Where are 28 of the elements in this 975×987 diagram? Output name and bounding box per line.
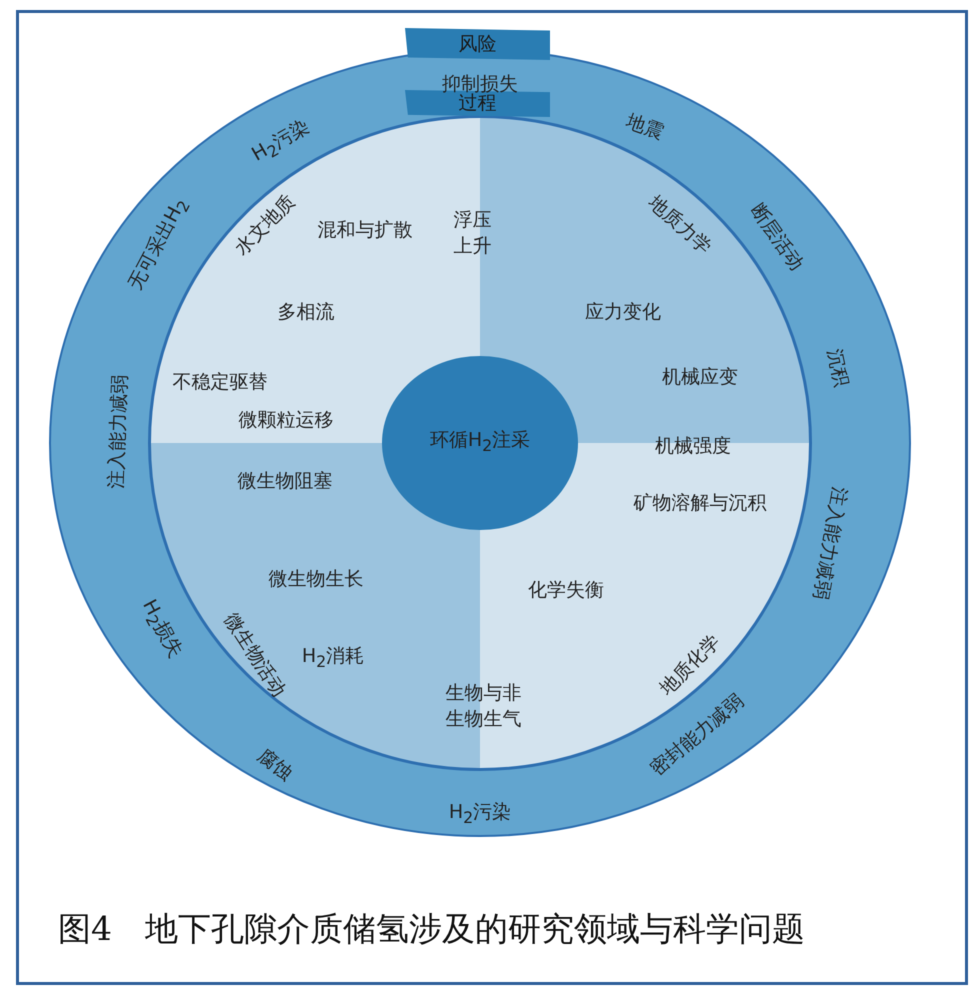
sector-heading: 微生物活动: [219, 608, 291, 702]
ring-label: 地震: [623, 109, 667, 145]
issue-label: 微生物阻塞: [238, 469, 332, 493]
ring-label: 注入能力减弱: [808, 484, 852, 602]
ring-label: 腐蚀: [252, 744, 298, 786]
ring-label: 注入能力减弱: [104, 374, 132, 490]
issue-label: 生物与非生物生气: [446, 681, 522, 732]
issue-label: H$_{2}$消耗: [302, 644, 364, 673]
issue-label: 微生物生长: [268, 567, 364, 591]
issue-label: 矿物溶解与沉积: [634, 491, 766, 515]
issue-label: 不稳定驱替: [172, 370, 268, 394]
issue-label: 混和与扩散: [318, 218, 412, 242]
heading-tab: 风险: [405, 28, 550, 60]
issue-label: 应力变化: [585, 300, 661, 324]
sector-heading: 地质力学: [644, 190, 716, 260]
issue-label: 机械强度: [655, 434, 731, 458]
sector-heading: 地质化学: [654, 630, 725, 700]
ring-label: 沉积: [822, 346, 854, 390]
issue-label: 化学失衡: [528, 578, 604, 602]
ring-label: 断层活动: [745, 199, 809, 275]
issue-label: 机械应变: [662, 365, 738, 389]
ring-label: H$_{2}$污染: [448, 800, 512, 829]
sector-heading: 水文地质: [230, 190, 300, 260]
issue-label: 多相流: [278, 300, 334, 324]
issue-label: 微颗粒运移: [238, 408, 334, 432]
issue-label: 浮压上升: [454, 208, 492, 259]
figure-caption: 图4 地下孔隙介质储氢涉及的研究领域与科学问题: [58, 908, 805, 950]
center-label: 环循H$_{2}$注采: [430, 428, 530, 457]
